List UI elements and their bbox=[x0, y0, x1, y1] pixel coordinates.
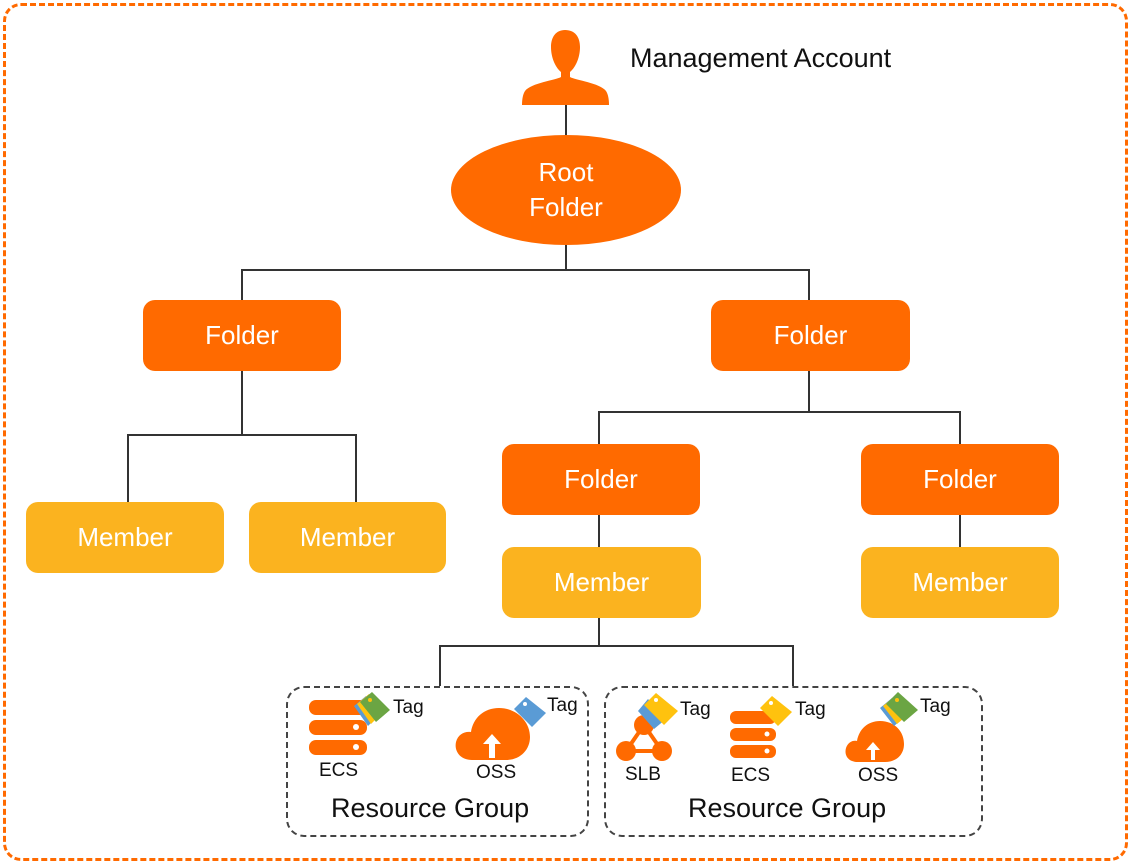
tag-icon bbox=[760, 696, 792, 726]
server-icon bbox=[730, 711, 776, 758]
tag-label: Tag bbox=[795, 699, 826, 720]
resource-label-oss: OSS bbox=[858, 765, 899, 786]
resource-label-slb: SLB bbox=[625, 764, 661, 785]
load-balancer-icon bbox=[616, 715, 672, 761]
tag-icon bbox=[514, 697, 546, 727]
outer-dashed-border bbox=[3, 3, 1128, 861]
tag-label: Tag bbox=[547, 695, 578, 716]
tag-label: Tag bbox=[393, 697, 424, 718]
tag-label: Tag bbox=[680, 699, 711, 720]
root-line1: Root bbox=[538, 157, 594, 187]
resource-label-ecs: ECS bbox=[731, 765, 771, 786]
cloud-upload-icon bbox=[455, 708, 530, 760]
server-icon bbox=[309, 700, 367, 755]
member-left-1[interactable]: Member bbox=[26, 502, 224, 573]
member-sub-right[interactable]: Member bbox=[861, 547, 1059, 618]
user-icon bbox=[522, 30, 609, 105]
cloud-upload-icon bbox=[845, 721, 904, 762]
resource-group-2[interactable] bbox=[604, 686, 983, 837]
tag-icon bbox=[354, 692, 390, 726]
tag-icon bbox=[880, 692, 918, 726]
folder-left[interactable]: Folder bbox=[143, 300, 341, 371]
root-folder-node[interactable]: Root Folder bbox=[451, 135, 681, 245]
resource-label-oss: OSS bbox=[476, 762, 517, 783]
folder-sub-left[interactable]: Folder bbox=[502, 444, 700, 515]
management-account-label: Management Account bbox=[630, 43, 892, 73]
resource-group-2-label: Resource Group bbox=[688, 793, 887, 823]
folder-sub-right[interactable]: Folder bbox=[861, 444, 1059, 515]
folder-right[interactable]: Folder bbox=[711, 300, 910, 371]
member-sub-left[interactable]: Member bbox=[502, 547, 701, 618]
resource-group-1[interactable] bbox=[286, 686, 589, 837]
member-left-2[interactable]: Member bbox=[249, 502, 446, 573]
resource-group-1-label: Resource Group bbox=[331, 793, 530, 823]
tag-label: Tag bbox=[920, 696, 951, 717]
tag-icon bbox=[638, 693, 678, 729]
root-line2: Folder bbox=[529, 192, 603, 222]
resource-label-ecs: ECS bbox=[319, 760, 359, 781]
